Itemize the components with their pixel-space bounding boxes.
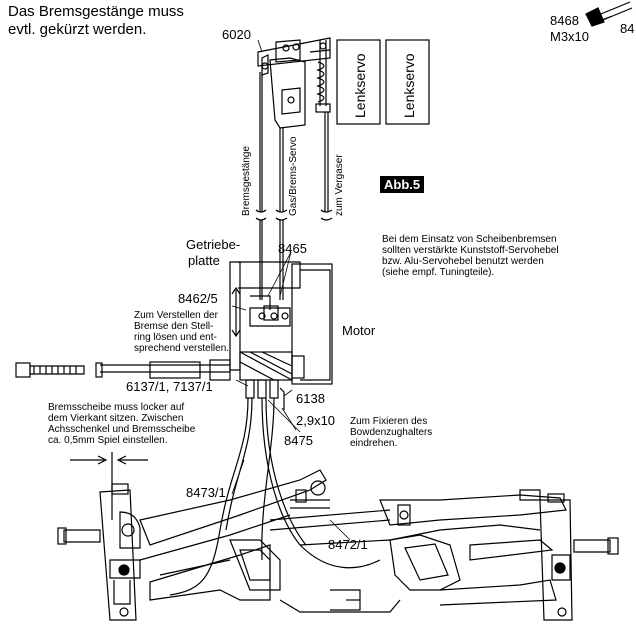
cable-label-brems: Bremsgestänge [241,145,252,216]
note-fix-3: eindrehen. [350,438,398,449]
center-chassis [269,509,401,613]
label-getriebe-1: Getriebe- [186,237,241,252]
note-fix-1: Zum Fixieren des [350,416,428,427]
figure-tag: Abb.5 [380,176,425,193]
left-arm [139,469,330,601]
label-getriebe-2: platte [188,253,220,268]
label-8468: 8468 [550,13,579,28]
intro-line-2: evtl. gekürzt werden. [8,21,147,38]
servo-label-1: Lenkservo [352,53,368,118]
right-arm [379,494,567,606]
label-2910: 2,9x10 [296,413,336,428]
note-disc-brake-4: (siehe empf. Tuningteile). [382,267,495,278]
cable-label-gas: Gas/Brems-Servo [288,136,299,216]
cables [255,72,333,300]
label-8472: 8472/1 [328,537,368,552]
note-adjust-3: ring lösen und ent- [134,332,217,343]
label-8473: 8473/1 [186,485,226,500]
screw-8468 [585,1,633,27]
label-8475: 8475 [284,433,313,448]
note-disc-brake-2: sollten verstärkte Kunststoff-Servohebel [382,245,559,256]
gap-arrows [70,452,148,520]
note-fix-2: Bowdenzughalters [350,427,433,438]
label-8462: 8462/5 [178,291,218,306]
note-disc-3: Achsschenkel und Bremsscheibe [48,424,196,435]
label-motor: Motor [342,323,376,338]
servo-box-1 [336,39,381,125]
leader-lines [231,15,613,541]
label-6138: 6138 [296,391,325,406]
note-disc-brake-3: bzw. Alu-Servohebel benutzt werden [382,256,544,267]
note-disc-2: dem Vierkant sitzen. Zwischen [48,413,184,424]
servo-box-2 [385,39,430,125]
note-adjust-2: Bremse den Stell- [134,321,214,332]
left-knuckle [57,483,141,621]
note-disc-brake-1: Bei dem Einsatz von Scheibenbremsen [382,234,557,245]
note-adjust-1: Zum Verstellen der [134,310,218,321]
cable-label-vergaser: zum Vergaser [334,154,345,216]
label-m3x10: M3x10 [550,29,590,44]
label-8465: 8465 [278,241,307,256]
note-adjust-4: sprechend verstellen. [134,343,230,354]
note-disc-4: ca. 0,5mm Spiel einstellen. [48,435,168,446]
label-6020: 6020 [222,27,251,42]
note-disc-1: Bremsscheibe muss locker auf [48,402,185,413]
label-6137: 6137/1, 7137/1 [126,379,213,394]
label-84-cut: 84 [620,21,635,36]
servo-label-2: Lenkservo [401,53,417,118]
intro-line-1: Das Bremsgestänge muss [8,3,184,20]
brake-cables [169,397,381,596]
servo-mount [257,37,331,129]
right-knuckle [519,489,619,621]
